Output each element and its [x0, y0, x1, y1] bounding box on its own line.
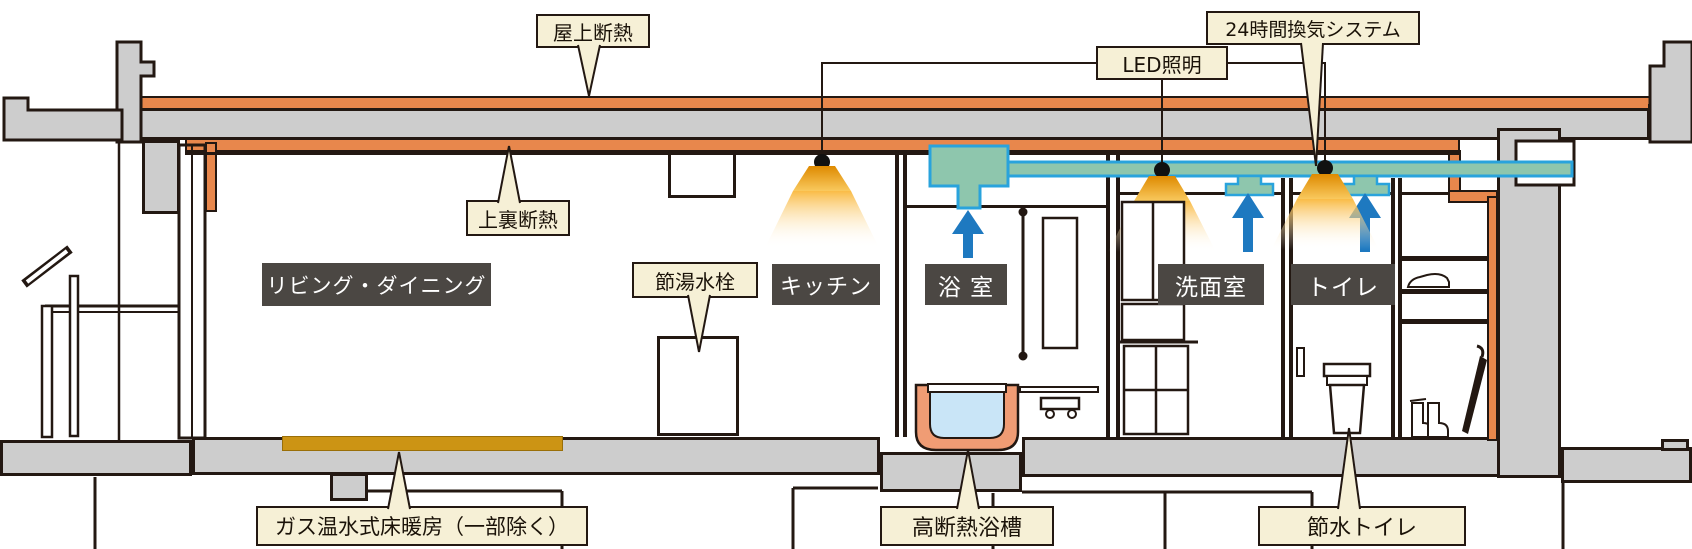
balcony-floor-slab [0, 440, 192, 476]
vent-outlet-icon [1224, 174, 1275, 197]
kitchen-bath-wall-a [895, 152, 899, 437]
left-wall-upper [142, 140, 180, 214]
lower-wall-stub [330, 473, 368, 501]
callout-ventilation-24h: 24時間換気システム [1206, 11, 1420, 45]
callout-water-saving-toilet: 節水トイレ [1258, 506, 1466, 546]
led-lamp-icon [1271, 174, 1379, 250]
left-balcony-parapet [2, 96, 124, 142]
bathtub-icon [914, 383, 1020, 452]
right-parapet [1648, 40, 1692, 144]
toilet-closet-wall-a [1391, 178, 1395, 437]
shelf-board [1400, 319, 1488, 324]
airflow-arrow-icon [952, 210, 984, 258]
kitchen-bath-wall-b [903, 152, 907, 437]
balcony-group [21, 142, 207, 440]
bath-stool [1039, 396, 1081, 411]
sneaker-icon [1406, 273, 1450, 288]
vent-outlet-icon [1340, 174, 1391, 197]
room-badge-toilet: トイレ [1291, 264, 1395, 305]
balcony-wall-panel [40, 304, 54, 439]
right-floor-slab [1022, 437, 1500, 477]
led-dot [1154, 162, 1170, 178]
bath-mirror [1041, 216, 1079, 350]
duct-icon [1002, 160, 1574, 178]
airflow-arrow-icon [1232, 193, 1264, 252]
shelf-board [1400, 289, 1488, 294]
callout-insulated-bathtub: 高断熱浴槽 [880, 506, 1054, 546]
closet-top [1402, 192, 1490, 195]
vanity-cabinet-icon [1118, 200, 1198, 436]
room-badge-washroom: 洗面室 [1158, 264, 1264, 305]
right-insulation-v2 [1487, 196, 1498, 441]
paper-holder [1296, 347, 1305, 377]
bath-floor-slab [880, 452, 1022, 492]
room-badge-living-dining: リビング・ダイニング [262, 263, 491, 306]
bathroom-ceiling [907, 205, 1108, 208]
callout-ceiling-insulation: 上裏断熱 [466, 200, 570, 236]
shelf-board [1400, 256, 1488, 261]
toilet-icon [1296, 347, 1372, 435]
bathroom-fittings [1018, 207, 1099, 419]
callout-gas-floor-heating: ガス温水式床暖房（一部除く） [256, 506, 588, 546]
umbrella-icon [1462, 356, 1487, 434]
corridor-slab-lip [1661, 439, 1689, 451]
left-parapet [115, 40, 156, 144]
washroom-toilet-wall-b [1289, 178, 1293, 437]
led-connector-lines [821, 62, 1326, 170]
toilet-closet-wall-b [1398, 178, 1402, 437]
boots-icon [1427, 402, 1449, 438]
washroom-toilet-wall-a [1281, 178, 1285, 437]
callout-water-saving-faucet: 節湯水栓 [632, 262, 758, 298]
room-badge-kitchen: キッチン [772, 264, 880, 305]
balcony-pole [68, 274, 80, 438]
bath-washroom-wall-a [1106, 152, 1110, 437]
room-badge-bathroom: 浴 室 [925, 264, 1007, 305]
bath-washroom-wall-b [1116, 152, 1120, 437]
callout-roof-insulation: 屋上断熱 [536, 14, 650, 48]
corridor-slab [1561, 447, 1692, 483]
closet-group [1400, 256, 1488, 438]
bath-shelf [1019, 386, 1099, 393]
led-lamp-icon [765, 166, 879, 248]
washroom-ceiling [1120, 192, 1282, 195]
led-dot [1317, 160, 1333, 176]
fan-unit-icon [928, 144, 1010, 210]
callout-led-lighting: LED照明 [1096, 46, 1228, 80]
floor-heating-bar [282, 436, 563, 451]
